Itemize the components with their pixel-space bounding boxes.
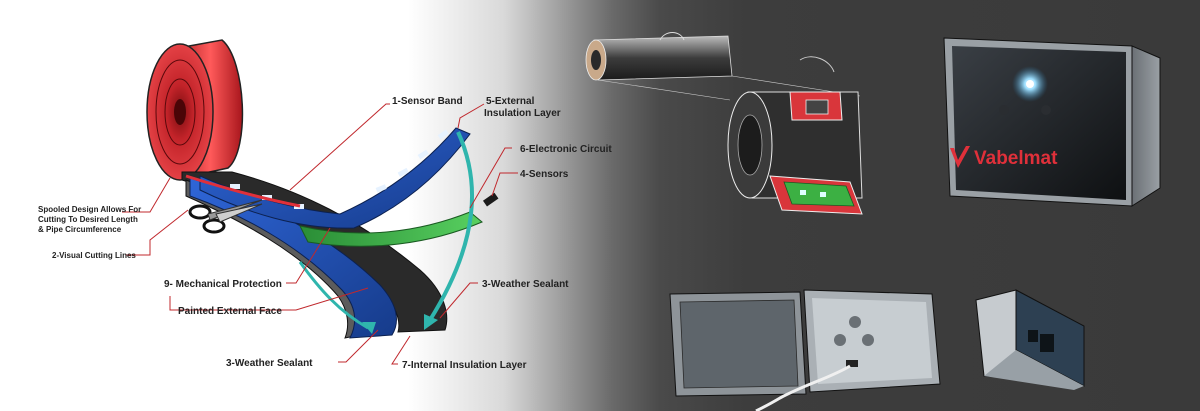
- label-external-insulation-2: Insulation Layer: [484, 108, 561, 119]
- label-spooled-3: & Pipe Circumference: [38, 225, 122, 234]
- callout-labels: 1-Sensor Band 5-External Insulation Laye…: [38, 96, 612, 371]
- label-weather-sealant-right: 3-Weather Sealant: [482, 279, 569, 290]
- label-sensors: 4-Sensors: [520, 169, 569, 180]
- label-cutting-lines: 2-Visual Cutting Lines: [52, 251, 136, 260]
- label-electronic-circuit: 6-Electronic Circuit: [520, 144, 612, 155]
- label-spooled-2: Cutting To Desired Length: [38, 215, 138, 224]
- brand-name: Vabelmat: [974, 148, 1058, 169]
- vabelmat-logo-icon: [950, 146, 970, 168]
- leader-lines: [122, 103, 518, 365]
- small-device: [975, 289, 1085, 390]
- label-spooled-1: Spooled Design Allows For: [38, 205, 141, 214]
- open-device: [669, 289, 941, 411]
- label-external-insulation-1: 5-External: [486, 96, 535, 107]
- scissors-icon: [188, 199, 263, 234]
- label-internal-insulation: 7-Internal Insulation Layer: [402, 360, 527, 371]
- label-painted-face: Painted External Face: [178, 306, 282, 317]
- spool-roll: [146, 39, 244, 181]
- vabelmat-device: Vabelmat: [943, 37, 1161, 207]
- layered-band: [181, 127, 499, 339]
- label-weather-sealant-bottom: 3-Weather Sealant: [226, 358, 313, 369]
- pipe-illustration: [585, 32, 863, 215]
- label-sensor-band: 1-Sensor Band: [392, 96, 463, 107]
- label-mechanical-protection: 9- Mechanical Protection: [164, 279, 282, 290]
